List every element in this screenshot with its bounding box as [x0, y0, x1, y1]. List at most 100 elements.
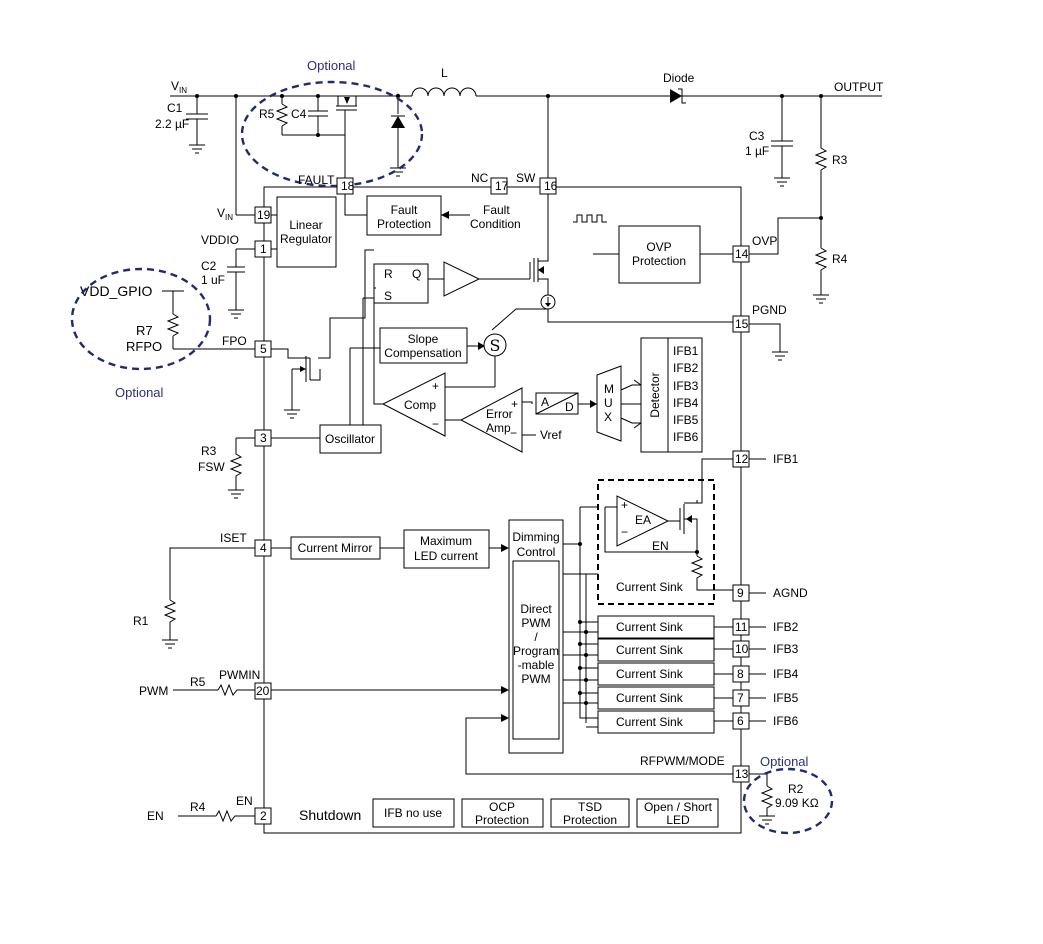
- svg-text:LED: LED: [666, 813, 690, 827]
- agnd-label: AGND: [773, 586, 808, 600]
- svg-text:Current Sink: Current Sink: [616, 643, 684, 657]
- svg-text:M: M: [604, 382, 614, 396]
- r2-label: R2: [788, 782, 804, 796]
- svg-text:IFB5: IFB5: [673, 413, 699, 427]
- svg-text:S: S: [384, 289, 392, 303]
- ground-icon: [189, 144, 205, 154]
- vin-pin-label: VIN: [217, 206, 233, 222]
- c3-label: C3: [749, 129, 765, 143]
- max-led-current-block: [403, 529, 490, 569]
- optional-circle-bottom: [742, 767, 834, 835]
- svg-text:+: +: [432, 379, 439, 393]
- c4-label: C4: [291, 107, 307, 121]
- svg-text:Current Sink: Current Sink: [616, 667, 684, 681]
- ic-outline: [263, 186, 742, 834]
- svg-text:LED current: LED current: [414, 549, 479, 563]
- svg-text:−: −: [621, 525, 628, 539]
- svg-text:13: 13: [735, 767, 749, 781]
- svg-text:4: 4: [260, 541, 267, 555]
- svg-text:/: /: [534, 630, 538, 644]
- svg-text:12: 12: [735, 452, 749, 466]
- svg-text:Linear: Linear: [289, 218, 322, 232]
- svg-text:Current Mirror: Current Mirror: [298, 541, 373, 555]
- detector-block: [640, 337, 703, 453]
- svg-text:Compensation: Compensation: [384, 346, 461, 360]
- svg-text:Protection: Protection: [475, 813, 529, 827]
- svg-text:Slope: Slope: [408, 332, 439, 346]
- ground-icon: [284, 409, 300, 419]
- svg-text:6: 6: [737, 714, 744, 728]
- pgnd-label: PGND: [752, 303, 787, 317]
- ground-icon: [759, 815, 775, 825]
- fault-condition-label: Fault: [483, 203, 510, 217]
- ground-icon: [774, 177, 790, 187]
- svg-text:Open / Short: Open / Short: [644, 800, 713, 814]
- svg-text:EA: EA: [635, 513, 651, 527]
- svg-text:Direct: Direct: [520, 602, 552, 616]
- shutdown-label: Shutdown: [299, 807, 361, 823]
- r7-label: R7: [136, 323, 153, 338]
- svg-text:15: 15: [735, 317, 749, 331]
- svg-text:Current Sink: Current Sink: [616, 691, 684, 705]
- fsw-label: FSW: [198, 460, 225, 474]
- vddio-label: VDDIO: [201, 233, 239, 247]
- c2-label: C2: [201, 259, 217, 273]
- svg-text:Q: Q: [412, 267, 421, 281]
- rs-latch: [373, 263, 429, 304]
- inductor-label: L: [441, 66, 448, 80]
- fault-condition-label-2: Condition: [470, 217, 521, 231]
- svg-text:A: A: [541, 395, 549, 409]
- svg-text:Protection: Protection: [563, 813, 617, 827]
- diode-label: Diode: [663, 71, 695, 85]
- capacitor-c1: C1 2.2 µF: [155, 96, 208, 154]
- optional-label-bottom: Optional: [760, 754, 809, 769]
- svg-text:+: +: [621, 498, 628, 512]
- output-label: OUTPUT: [834, 80, 884, 94]
- summing-node: S: [483, 333, 507, 357]
- svg-text:IFB1: IFB1: [673, 344, 699, 358]
- svg-text:+: +: [511, 397, 518, 411]
- iset-label: ISET: [220, 531, 247, 545]
- svg-text:X: X: [604, 410, 612, 424]
- r3-label-right: R3: [832, 153, 848, 167]
- svg-text:11: 11: [735, 620, 748, 634]
- r2-value: 9.09 KΩ: [775, 796, 819, 810]
- svg-text:19: 19: [257, 208, 271, 222]
- svg-text:Comp: Comp: [404, 398, 436, 412]
- rfpo-label: RFPO: [126, 339, 162, 354]
- svg-text:7: 7: [737, 691, 744, 705]
- current-sinks: Current Sink Current Sink Current Sink C…: [597, 615, 715, 734]
- en-pin-label: EN: [236, 794, 253, 808]
- current-sense-icon: [540, 294, 556, 310]
- svg-text:Oscillator: Oscillator: [325, 432, 375, 446]
- svg-text:IFB5: IFB5: [773, 691, 799, 705]
- capacitor-c2: C2 1 uF: [201, 249, 245, 319]
- tsd-protection-block: [550, 798, 630, 828]
- svg-text:IFB6: IFB6: [673, 430, 699, 444]
- r1-label: R1: [133, 614, 149, 628]
- svg-text:IFB6: IFB6: [773, 714, 799, 728]
- pwm-label: PWM: [139, 684, 168, 698]
- direct-pwm-block: [512, 560, 560, 740]
- svg-text:OCP: OCP: [489, 800, 515, 814]
- svg-text:20: 20: [256, 684, 270, 698]
- svg-text:S: S: [490, 336, 501, 355]
- svg-text:18: 18: [341, 179, 355, 193]
- svg-text:TSD: TSD: [578, 800, 602, 814]
- r5-label-left: R5: [190, 675, 206, 689]
- r4-label-right: R4: [832, 252, 848, 266]
- svg-text:Current Sink: Current Sink: [616, 620, 684, 634]
- c1-label: C1: [167, 101, 183, 115]
- svg-text:17: 17: [495, 179, 509, 193]
- svg-text:Regulator: Regulator: [280, 232, 332, 246]
- c2-value: 1 uF: [201, 273, 225, 287]
- svg-text:D: D: [565, 400, 574, 414]
- r5-label: R5: [259, 107, 275, 121]
- svg-text:Detector: Detector: [648, 372, 662, 417]
- svg-text:Maximum: Maximum: [420, 534, 472, 548]
- svg-text:PWM: PWM: [521, 616, 550, 630]
- svg-text:-mable: -mable: [518, 658, 555, 672]
- svg-text:IFB no use: IFB no use: [384, 806, 442, 820]
- ground-icon: [813, 294, 829, 304]
